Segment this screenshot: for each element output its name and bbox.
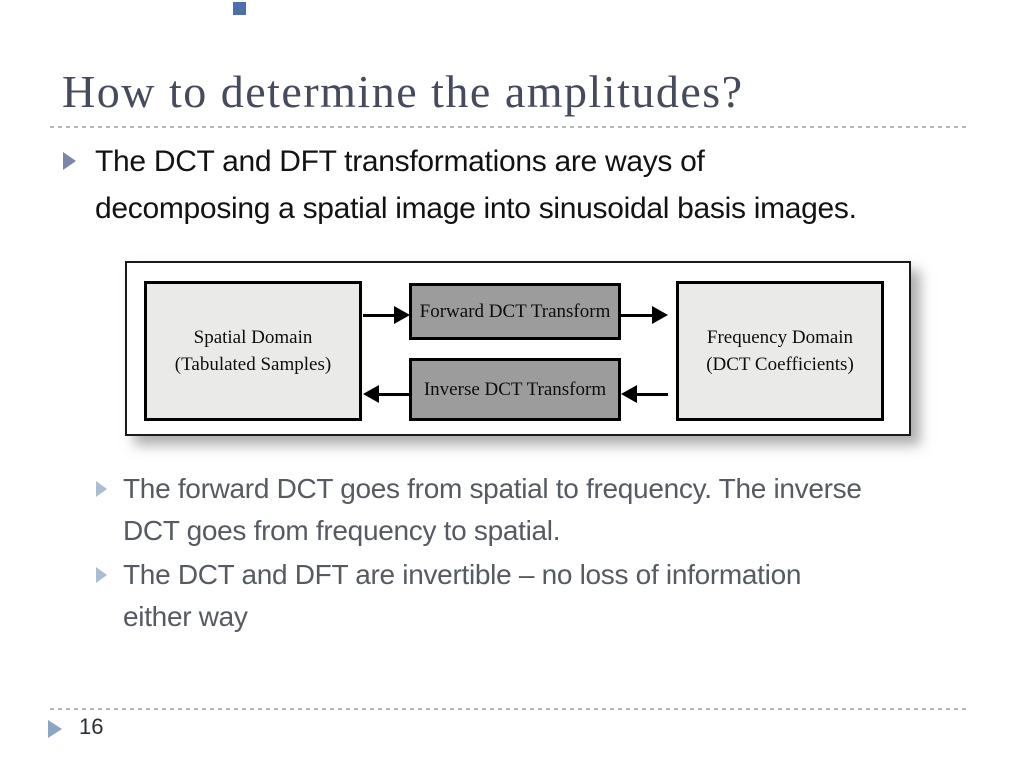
page-triangle-icon — [48, 720, 62, 738]
bullet-text-sub-2: The DCT and DFT are invertible – no loss… — [123, 559, 802, 632]
decor-square — [233, 2, 246, 15]
diagram-box-frequency-domain: Frequency Domain (DCT Coefficients) — [676, 281, 884, 421]
footer-divider — [50, 708, 968, 710]
arrow-right-icon — [363, 306, 410, 324]
bullet-text-sub-1: The forward DCT goes from spatial to fre… — [123, 473, 862, 546]
diagram-box-forward-dct: Forward DCT Transform — [409, 283, 621, 340]
arrow-left-icon — [621, 385, 668, 403]
sub-bullet-triangle-icon — [96, 567, 107, 583]
bullet-text-main: The DCT and DFT transformations are ways… — [95, 145, 857, 225]
sub-bullet-triangle-icon — [96, 481, 107, 497]
title-divider — [50, 126, 968, 128]
page-number: 16 — [79, 714, 104, 739]
arrow-left-icon — [363, 385, 410, 403]
dct-flow-diagram: Spatial Domain (Tabulated Samples) Forwa… — [125, 261, 911, 436]
diagram-box-spatial-domain: Spatial Domain (Tabulated Samples) — [144, 281, 362, 421]
bullet-triangle-icon — [63, 152, 76, 170]
diagram-box-inverse-dct: Inverse DCT Transform — [409, 358, 621, 421]
page-title: How to determine the amplitudes? — [62, 66, 744, 117]
arrow-right-icon — [621, 306, 668, 324]
